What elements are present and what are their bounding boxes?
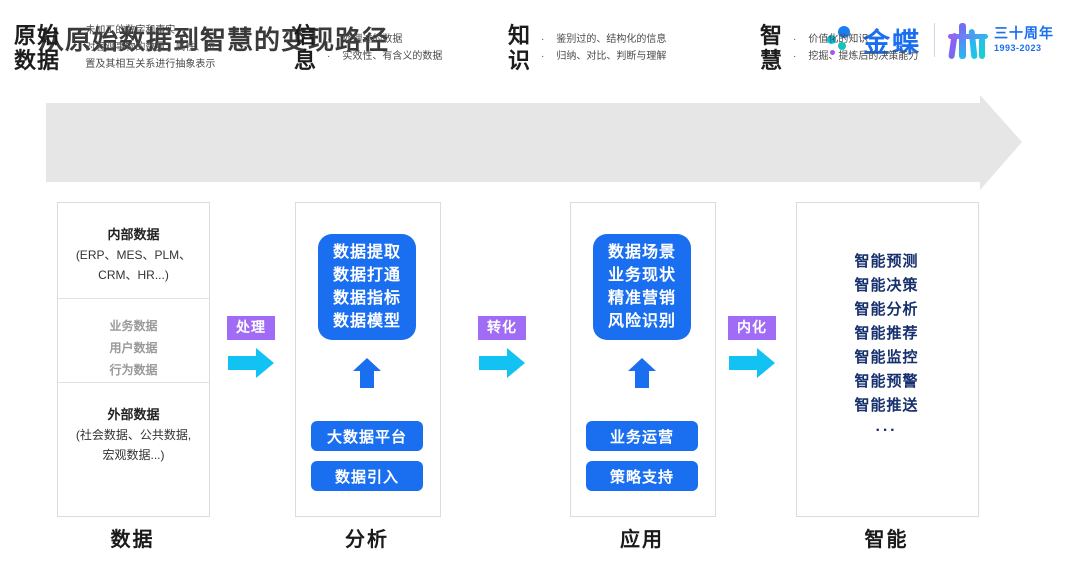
stage-bullet: 处理过的数据 xyxy=(342,33,403,45)
banner-stage-knowledge: 知 识 · 鉴别过的、结构化的信息 · 归纳、对比、判断与理解 xyxy=(508,0,666,95)
stage-bullet: 对客观事物的数量、属性、位 置及其相互关系进行抽象表示 xyxy=(85,42,216,70)
intelligence-item-list: 智能预测 智能决策 智能分析 智能推荐 智能监控 智能预警 智能推送 ··· xyxy=(796,250,977,444)
intelligence-item: 智能监控 xyxy=(854,349,919,366)
analysis-box-line: 数据指标 xyxy=(332,290,401,307)
connector-transformation: 转化 xyxy=(478,316,526,384)
application-pill-strategy-support[interactable]: 策略支持 xyxy=(586,461,698,491)
connector-label: 处理 xyxy=(227,316,275,340)
intelligence-item: 智能预警 xyxy=(854,373,919,390)
stage-bullets: · 处理过的数据 · 实效性、有含义的数据 xyxy=(317,31,442,65)
intelligence-item: 智能分析 xyxy=(854,301,919,318)
connector-label: 内化 xyxy=(728,316,776,340)
stage-title: 原始 数据 xyxy=(14,22,61,73)
banner-stage-raw-data: 原始 数据 · 未加工的数字和事实 · 对客观事物的数量、属性、位 置及其相互关系进… xyxy=(14,0,215,95)
internal-data-title: 内部数据 xyxy=(107,227,160,242)
maturity-arrow-banner xyxy=(46,95,1022,190)
stage-bullet: 鉴别过的、结构化的信息 xyxy=(556,33,667,45)
application-box-line: 业务现状 xyxy=(607,267,676,284)
anniversary-badge: 三十周年 1993-2023 xyxy=(948,21,1054,60)
application-pill-business-ops[interactable]: 业务运营 xyxy=(586,421,698,451)
bullet-dot-icon: · xyxy=(793,33,797,45)
stage-bullet: 价值化的知识 xyxy=(808,33,869,45)
connector-internalization: 内化 xyxy=(728,316,776,384)
internal-data-section: 内部数据 (ERP、MES、PLM、 CRM、HR...) xyxy=(58,203,209,299)
brand-logo: 金蝶 三十周年 1993-2023 xyxy=(825,18,1054,62)
bullet-dot-icon: · xyxy=(541,50,545,62)
footer-label-application: 应用 xyxy=(620,529,664,551)
analysis-pill-bigdata-platform[interactable]: 大数据平台 xyxy=(311,421,423,451)
stage-bullets: · 未加工的数字和事实 · 对客观事物的数量、属性、位 置及其相互关系进行抽象表示 xyxy=(60,22,215,73)
analysis-box-line: 数据打通 xyxy=(332,267,401,284)
right-arrow-icon xyxy=(479,347,525,384)
data-types-section: 业务数据 用户数据 行为数据 xyxy=(58,299,209,383)
analysis-box-line: 数据模型 xyxy=(332,313,401,330)
application-box-line: 数据场景 xyxy=(607,244,676,261)
bullet-dot-icon: · xyxy=(541,33,545,45)
analysis-pill-data-ingest[interactable]: 数据引入 xyxy=(311,461,423,491)
application-capability-box: 数据场景 业务现状 精准营销 风险识别 xyxy=(593,234,691,340)
banner-stage-information: 信 息 · 处理过的数据 · 实效性、有含义的数据 xyxy=(294,0,442,95)
bullet-dot-icon: · xyxy=(793,50,797,62)
internal-data-sub: (ERP、MES、PLM、 CRM、HR...) xyxy=(75,248,192,282)
application-box-line: 精准营销 xyxy=(607,290,676,307)
anniversary-label: 三十周年 xyxy=(994,25,1054,41)
intelligence-more-ellipsis: ··· xyxy=(875,422,898,439)
data-type-item: 行为数据 xyxy=(109,363,158,377)
brand-divider xyxy=(934,23,935,57)
right-arrow-icon xyxy=(729,347,775,384)
bullet-dot-icon: · xyxy=(327,50,331,62)
external-data-section: 外部数据 (社会数据、公共数据, 宏观数据...) xyxy=(58,383,209,465)
stage-bullet: 归纳、对比、判断与理解 xyxy=(556,50,667,62)
brand-name: 金蝶 xyxy=(863,27,921,58)
column-data: 内部数据 (ERP、MES、PLM、 CRM、HR...) 业务数据 用户数据 … xyxy=(57,202,210,517)
stage-bullet: 实效性、有含义的数据 xyxy=(342,50,443,62)
connector-label: 转化 xyxy=(478,316,526,340)
stage-bullet: 挖掘、提炼后的决策能力 xyxy=(808,50,919,62)
thirty-years-mark-icon xyxy=(948,21,988,60)
column-intelligence xyxy=(796,202,979,517)
stage-bullets: · 价值化的知识 · 挖掘、提炼后的决策能力 xyxy=(783,31,918,65)
analysis-box-line: 数据提取 xyxy=(332,244,401,261)
anniversary-years: 1993-2023 xyxy=(994,43,1042,53)
stage-bullet: 未加工的数字和事实 xyxy=(85,25,176,36)
up-arrow-icon xyxy=(353,358,381,388)
data-type-item: 业务数据 xyxy=(109,319,158,333)
stage-title: 信 息 xyxy=(294,22,318,73)
analysis-capability-box: 数据提取 数据打通 数据指标 数据模型 xyxy=(318,234,416,340)
bullet-dot-icon: · xyxy=(70,42,74,53)
intelligence-item: 智能推荐 xyxy=(854,325,919,342)
up-arrow-icon xyxy=(628,358,656,388)
banner-stage-wisdom: 智 慧 · 价值化的知识 · 挖掘、提炼后的决策能力 xyxy=(760,0,918,95)
kingdee-dots-icon xyxy=(825,23,859,57)
footer-label-intelligence: 智能 xyxy=(864,529,909,551)
footer-label-analysis: 分析 xyxy=(345,529,389,551)
external-data-title: 外部数据 xyxy=(107,407,160,422)
external-data-sub: (社会数据、公共数据, 宏观数据...) xyxy=(75,428,192,462)
intelligence-item: 智能决策 xyxy=(854,277,919,294)
page-title: 从原始数据到智慧的变现路径 xyxy=(38,25,390,55)
intelligence-item: 智能推送 xyxy=(854,397,919,414)
right-arrow-icon xyxy=(228,347,274,384)
stage-title: 知 识 xyxy=(508,22,532,73)
footer-label-data: 数据 xyxy=(110,529,155,551)
data-type-item: 用户数据 xyxy=(109,341,158,355)
connector-processing: 处理 xyxy=(227,316,275,384)
bullet-dot-icon: · xyxy=(70,25,74,36)
bullet-dot-icon: · xyxy=(327,33,331,45)
application-box-line: 风险识别 xyxy=(607,313,676,330)
stage-title: 智 慧 xyxy=(760,22,784,73)
intelligence-item: 智能预测 xyxy=(854,253,919,270)
stage-bullets: · 鉴别过的、结构化的信息 · 归纳、对比、判断与理解 xyxy=(531,31,666,65)
